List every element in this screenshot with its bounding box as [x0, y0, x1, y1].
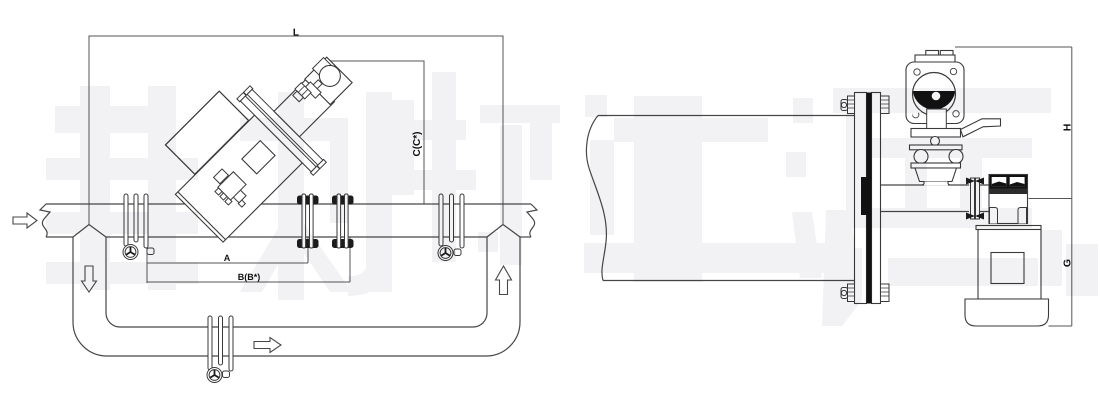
svg-text:L: L — [293, 27, 299, 38]
svg-text:C(C*): C(C*) — [412, 132, 423, 157]
svg-text:A: A — [224, 253, 231, 263]
svg-text:H: H — [1062, 124, 1074, 132]
